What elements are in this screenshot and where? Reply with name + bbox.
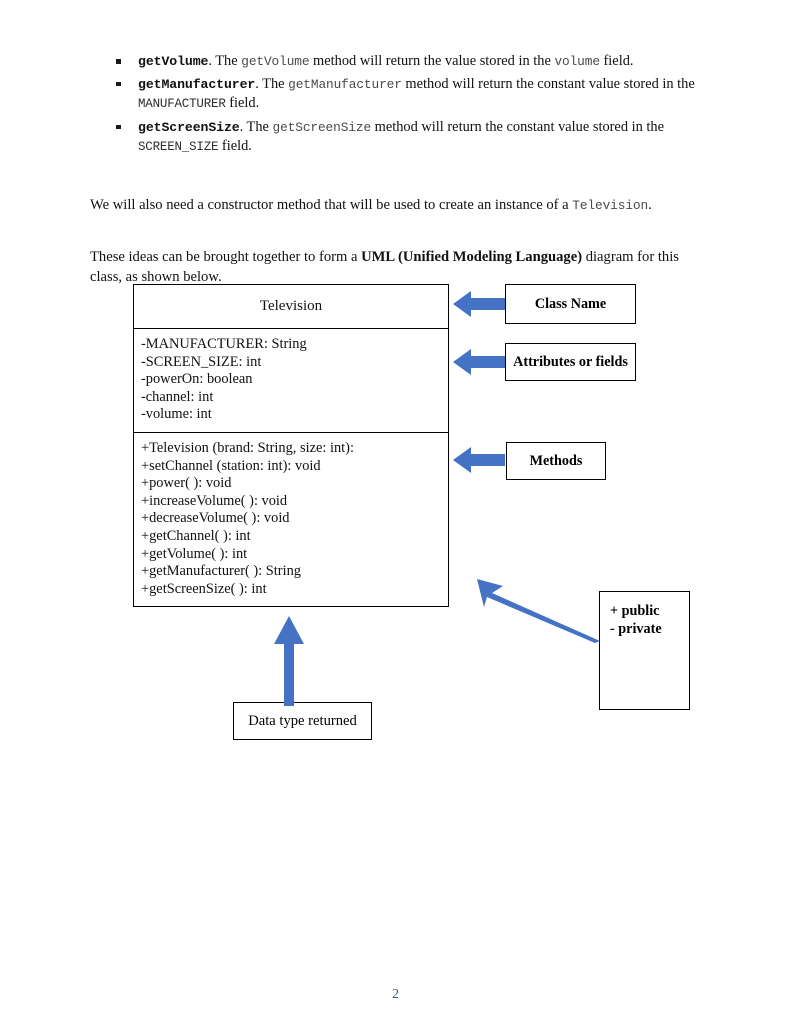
annotation-attributes: Attributes or fields xyxy=(505,343,636,381)
paragraph-constructor: We will also need a constructor method t… xyxy=(90,195,710,216)
inline-code: getVolume xyxy=(241,54,310,69)
method-bullet-list: getVolume. The getVolume method will ret… xyxy=(110,52,710,161)
annotation-class-name: Class Name xyxy=(505,284,636,324)
uml-methods-section: +Television (brand: String, size: int): … xyxy=(134,433,448,606)
paragraph-text: These ideas can be brought together to f… xyxy=(90,248,362,265)
arrow-to-methods-icon xyxy=(453,447,505,473)
method-term: getScreenSize xyxy=(138,119,240,135)
bullet-text-3: field. xyxy=(599,53,634,69)
list-item: getVolume. The getVolume method will ret… xyxy=(110,52,710,72)
uml-method: +getManufacturer( ): String xyxy=(141,563,301,580)
bullet-text-3: field. xyxy=(218,138,252,155)
uml-attribute: -SCREEN_SIZE: int xyxy=(141,353,262,370)
bullet-text-1: . The xyxy=(239,118,273,135)
uml-attributes-section: -MANUFACTURER: String -SCREEN_SIZE: int … xyxy=(134,329,448,433)
uml-attribute: -MANUFACTURER: String xyxy=(141,336,307,352)
bullet-text-1: . The xyxy=(255,75,289,92)
paragraph-text: We will also need a constructor method t… xyxy=(90,196,573,213)
uml-attribute: -channel: int xyxy=(141,388,214,405)
bullet-text-2: method will return the value stored in t… xyxy=(309,53,555,69)
uml-method: +power( ): void xyxy=(141,475,232,492)
uml-method: +increaseVolume( ): void xyxy=(141,492,288,509)
visibility-public-label: + public xyxy=(610,603,660,619)
uml-attribute: -volume: int xyxy=(141,406,212,423)
bullet-square-icon xyxy=(116,124,121,130)
method-term: getVolume xyxy=(138,54,209,69)
paragraph-text-end: diagram for this class, as shown below. xyxy=(90,248,679,285)
uml-method: +Television (brand: String, size: int): xyxy=(141,439,354,456)
bullet-text-3: field. xyxy=(225,95,260,112)
bullet-text-2: method will return the constant value st… xyxy=(371,118,664,135)
arrow-to-data-type-icon xyxy=(274,616,304,706)
bullet-square-icon xyxy=(116,59,121,64)
bullet-square-icon xyxy=(116,81,121,87)
arrow-to-visibility-icon xyxy=(477,579,600,643)
method-term: getManufacturer xyxy=(138,76,256,92)
inline-code: getManufacturer xyxy=(288,76,402,92)
uml-method: +decreaseVolume( ): void xyxy=(141,510,290,527)
uml-attribute: -powerOn: boolean xyxy=(141,371,253,388)
page-number: 2 xyxy=(392,987,399,1002)
list-item: getManufacturer. The getManufacturer met… xyxy=(110,75,710,115)
inline-code: volume xyxy=(554,54,600,69)
annotation-visibility-legend: + public - private xyxy=(599,591,690,710)
uml-bold-term: UML (Unified Modeling Language) xyxy=(361,248,583,265)
paragraph-text-end: . xyxy=(648,196,652,213)
uml-method: +getVolume( ): int xyxy=(141,545,248,562)
visibility-private-label: - private xyxy=(610,621,662,637)
bullet-text-1: . The xyxy=(208,53,242,69)
annotation-data-type: Data type returned xyxy=(233,702,372,740)
annotation-methods: Methods xyxy=(506,442,606,480)
bullet-text-2: method will return the constant value st… xyxy=(401,75,695,92)
uml-class-name: Television xyxy=(134,285,448,329)
uml-class-box: Television -MANUFACTURER: String -SCREEN… xyxy=(133,284,449,608)
arrow-to-attributes-icon xyxy=(453,349,505,375)
uml-method: +getChannel( ): int xyxy=(141,527,251,544)
inline-code: Television xyxy=(572,197,649,213)
uml-method: +setChannel (station: int): void xyxy=(141,457,321,474)
inline-code: SCREEN_SIZE xyxy=(138,140,219,155)
inline-code: MANUFACTURER xyxy=(138,97,226,112)
uml-method: +getScreenSize( ): int xyxy=(141,580,267,597)
inline-code: getScreenSize xyxy=(272,119,372,135)
paragraph-uml-intro: These ideas can be brought together to f… xyxy=(90,247,702,287)
arrow-to-class-name-icon xyxy=(453,291,505,317)
list-item: getScreenSize. The getScreenSize method … xyxy=(110,118,710,158)
